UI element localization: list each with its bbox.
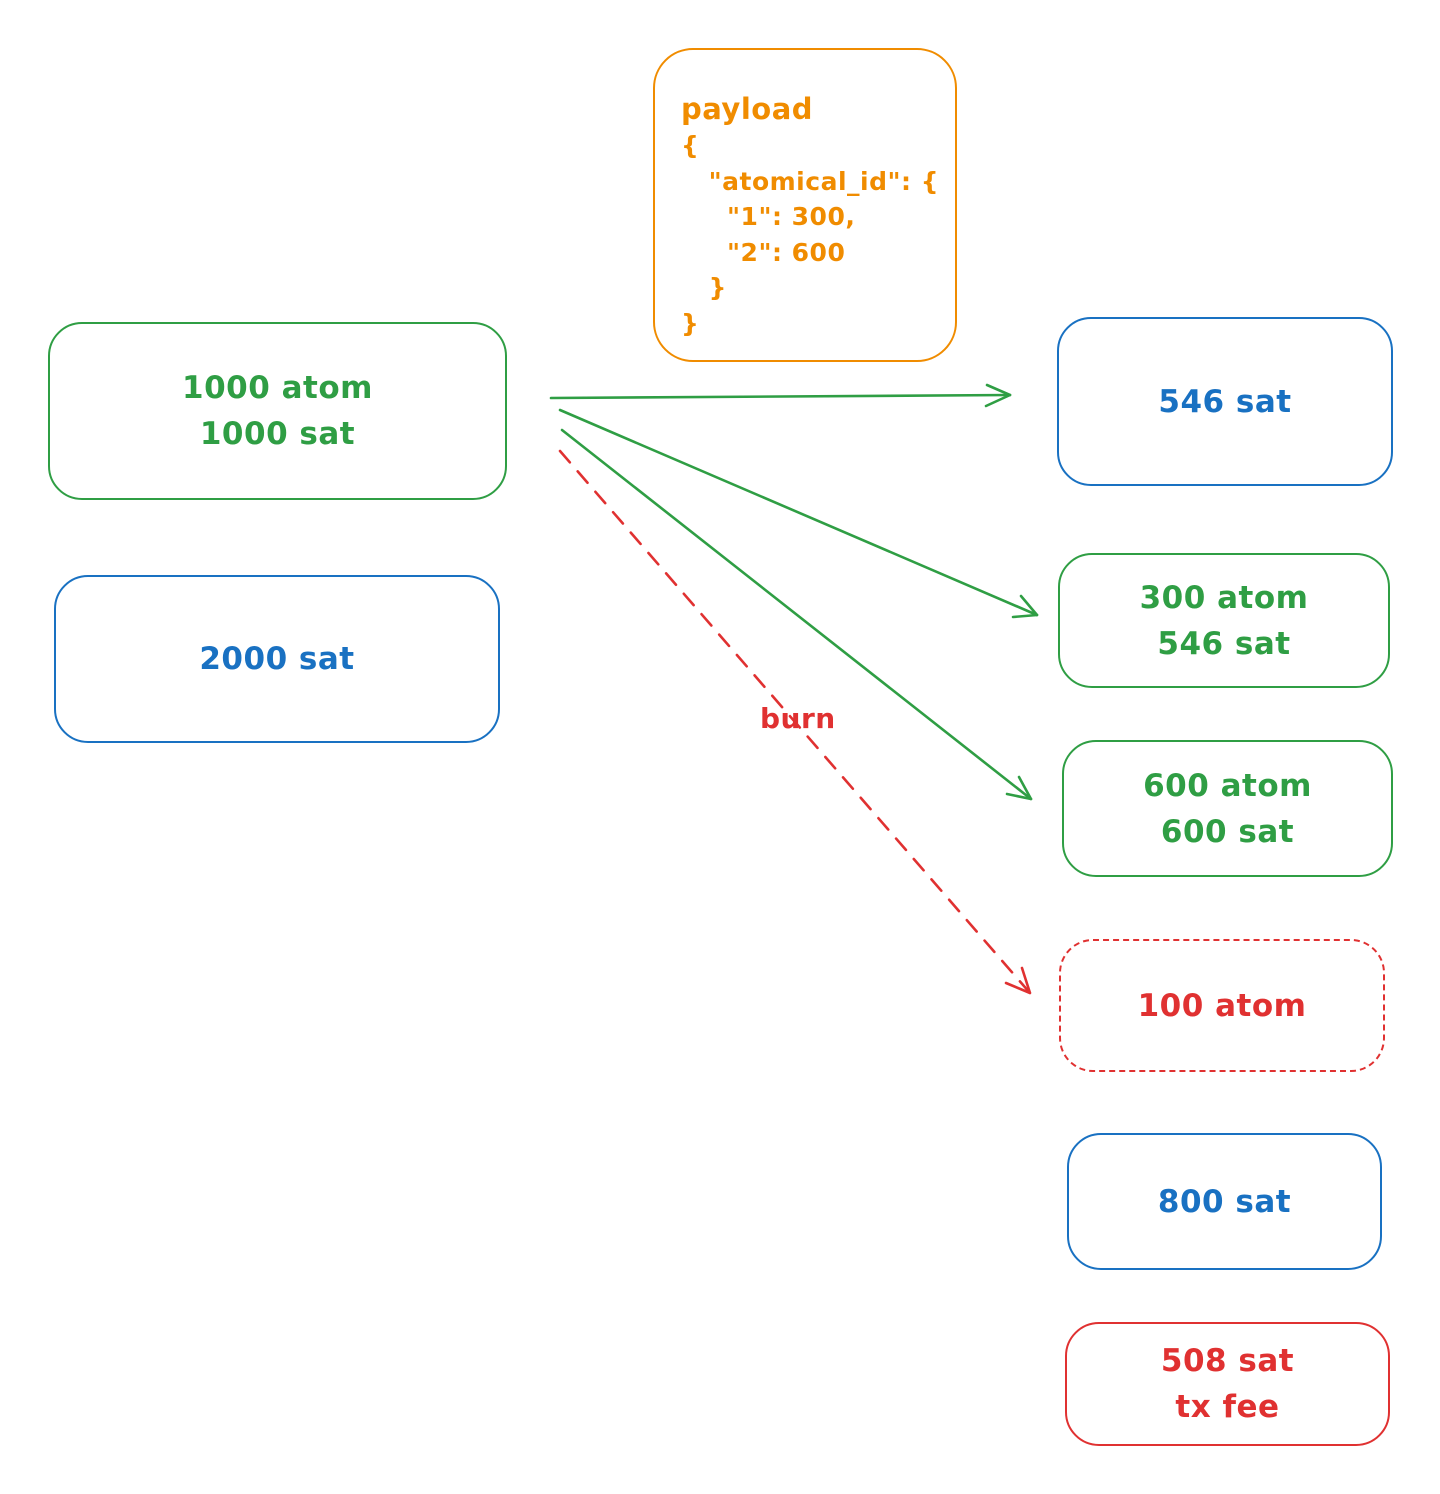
output-line: 546 sat: [1158, 383, 1292, 420]
output-line: 546 sat: [1157, 625, 1291, 662]
output-box-546-sat: 546 sat: [1057, 317, 1393, 486]
output-line: 800 sat: [1157, 1183, 1292, 1220]
output-line: 508 sat: [1160, 1343, 1295, 1379]
output-box-tx-fee: 508 sat tx fee: [1065, 1322, 1390, 1446]
output-box-300-atom-546-sat: 300 atom 546 sat: [1058, 553, 1390, 688]
input-box-1000-atom-1000-sat: 1000 atom 1000 sat: [48, 322, 507, 500]
arrow-to-300-atom: [558, 408, 1039, 619]
payload-json-code: { "atomical_id": { "1": 300, "2": 600 } …: [681, 131, 939, 338]
output-line: 600 sat: [1160, 813, 1295, 850]
output-line: tx fee: [1175, 1389, 1280, 1425]
output-box-100-atom-burned: 100 atom: [1059, 939, 1385, 1072]
output-line: 100 atom: [1137, 987, 1307, 1024]
output-box-600-atom-600-sat: 600 atom 600 sat: [1062, 740, 1393, 877]
arrow-to-600-atom: [560, 428, 1033, 801]
burn-label: burn: [760, 702, 836, 735]
output-box-800-sat: 800 sat: [1067, 1133, 1382, 1270]
input-line: 1000 atom: [182, 370, 373, 406]
arrow-to-546-sat: [549, 383, 1012, 408]
output-line: 300 atom: [1139, 579, 1309, 616]
payload-box: payload { "atomical_id": { "1": 300, "2"…: [653, 48, 957, 362]
output-line: 600 atom: [1143, 767, 1312, 804]
input-box-2000-sat: 2000 sat: [54, 575, 500, 743]
input-line: 1000 sat: [199, 416, 356, 452]
payload-title: payload: [681, 92, 814, 126]
input-line: 2000 sat: [199, 641, 355, 677]
